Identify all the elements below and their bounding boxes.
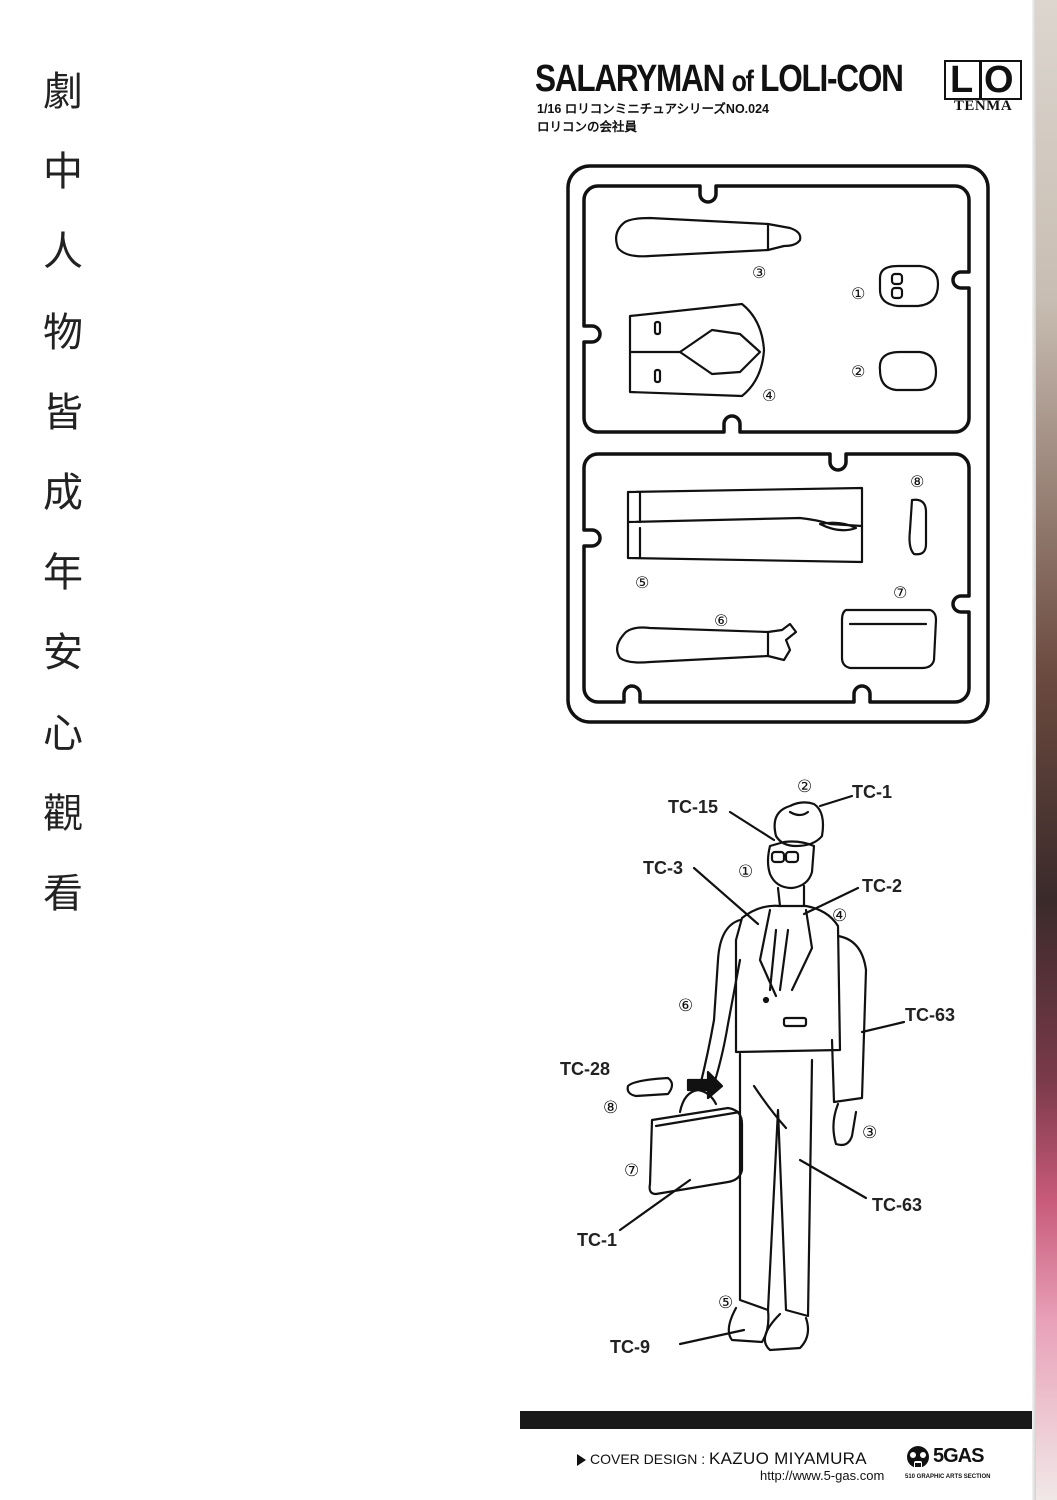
assembled-figure bbox=[618, 794, 906, 1352]
vertical-char: 物 bbox=[43, 309, 83, 356]
code-case: TC-1 bbox=[577, 1230, 617, 1250]
code-trousers: TC-63 bbox=[872, 1195, 922, 1215]
vertical-char: 觀 bbox=[43, 790, 83, 837]
code-handle: TC-28 bbox=[560, 1059, 610, 1079]
footer-bar bbox=[520, 1411, 1035, 1429]
part-jacket bbox=[628, 302, 766, 398]
vertical-notice: 劇 中 人 物 皆 成 年 安 心 觀 看 bbox=[38, 72, 88, 954]
series-subtitle: 1/16 ロリコンミニチュアシリーズNO.024 bbox=[537, 102, 770, 116]
adjacent-page-edge bbox=[1036, 0, 1057, 1500]
sprue-frame bbox=[566, 164, 990, 724]
part-label-8: ⑧ bbox=[910, 472, 924, 491]
vertical-char: 安 bbox=[43, 630, 83, 677]
code-face: TC-3 bbox=[643, 858, 683, 878]
part-label-4: ④ bbox=[762, 386, 776, 405]
5gas-text: 5GAS bbox=[933, 1445, 984, 1467]
website-url[interactable]: http://www.5-gas.com bbox=[760, 1468, 885, 1483]
assembly-part-7: ⑦ bbox=[624, 1161, 639, 1181]
tenma-logo: L O TENMA bbox=[944, 60, 1022, 116]
part-label-1: ① bbox=[851, 284, 865, 303]
part-label-2: ② bbox=[851, 362, 865, 381]
part-label-3: ③ bbox=[752, 263, 766, 282]
assembly-part-5: ⑤ bbox=[718, 1293, 733, 1313]
logo-letter: O bbox=[984, 59, 1014, 101]
code-glasses: TC-15 bbox=[668, 797, 718, 817]
code-jacket: TC-2 bbox=[862, 876, 902, 896]
assembly-part-1: ① bbox=[738, 862, 753, 882]
5gas-subtext: 510 GRAPHIC ARTS SECTION bbox=[905, 1474, 991, 1480]
title-part: LOLI-CON bbox=[752, 58, 904, 100]
5gas-logo: 5GAS 510 GRAPHIC ARTS SECTION bbox=[905, 1445, 990, 1485]
cover-credit: COVER DESIGN : KAZUO MIYAMURA bbox=[577, 1449, 867, 1469]
part-trousers bbox=[626, 486, 864, 564]
code-shoes: TC-9 bbox=[610, 1337, 650, 1357]
part-case bbox=[840, 608, 938, 670]
page-gutter-shadow bbox=[1032, 0, 1036, 1500]
logo-divider bbox=[979, 62, 982, 98]
kit-name-subtitle: ロリコンの会社員 bbox=[537, 120, 638, 134]
vertical-char: 中 bbox=[43, 149, 83, 196]
title-of: of bbox=[731, 65, 754, 98]
part-handle bbox=[908, 498, 928, 556]
credit-label: COVER DESIGN : bbox=[590, 1451, 710, 1467]
code-sleeve: TC-63 bbox=[905, 1005, 955, 1025]
assembly-part-3: ③ bbox=[862, 1123, 877, 1143]
gas-mask-icon bbox=[907, 1446, 929, 1469]
part-label-7: ⑦ bbox=[893, 583, 907, 602]
assembly-part-6: ⑥ bbox=[678, 996, 693, 1016]
part-hair bbox=[878, 350, 938, 392]
vertical-char: 心 bbox=[43, 710, 83, 757]
credit-name: KAZUO MIYAMURA bbox=[709, 1449, 867, 1468]
code-hair: TC-1 bbox=[852, 782, 892, 802]
title-part: SALARYMAN bbox=[535, 58, 732, 100]
part-head bbox=[878, 264, 940, 308]
vertical-char: 皆 bbox=[43, 389, 83, 436]
sprue-window-upper bbox=[582, 184, 971, 434]
vertical-char: 年 bbox=[43, 550, 83, 597]
kit-illustration: ③ ① ② ④ ⑧ ⑤ ⑦ ⑥ bbox=[560, 164, 990, 1357]
part-label-6: ⑥ bbox=[714, 611, 728, 630]
vertical-char: 成 bbox=[43, 469, 83, 516]
logo-box: L O bbox=[944, 60, 1022, 100]
vertical-char: 劇 bbox=[43, 69, 83, 115]
triangle-icon bbox=[577, 1454, 586, 1467]
assembly-part-8: ⑧ bbox=[603, 1098, 618, 1118]
vertical-char: 看 bbox=[43, 870, 83, 917]
assembly-part-2: ② bbox=[797, 777, 812, 797]
part-label-5: ⑤ bbox=[635, 573, 649, 592]
part-arm-right bbox=[615, 216, 770, 258]
assembly-part-4: ④ bbox=[832, 906, 847, 926]
logo-letter: L bbox=[950, 59, 974, 101]
kit-title: SALARYMAN of LOLI-CON bbox=[535, 58, 904, 103]
logo-brand: TENMA bbox=[953, 98, 1013, 114]
sprue-window-lower bbox=[582, 452, 971, 704]
vertical-char: 人 bbox=[43, 229, 83, 276]
part-arm-left bbox=[615, 626, 770, 664]
